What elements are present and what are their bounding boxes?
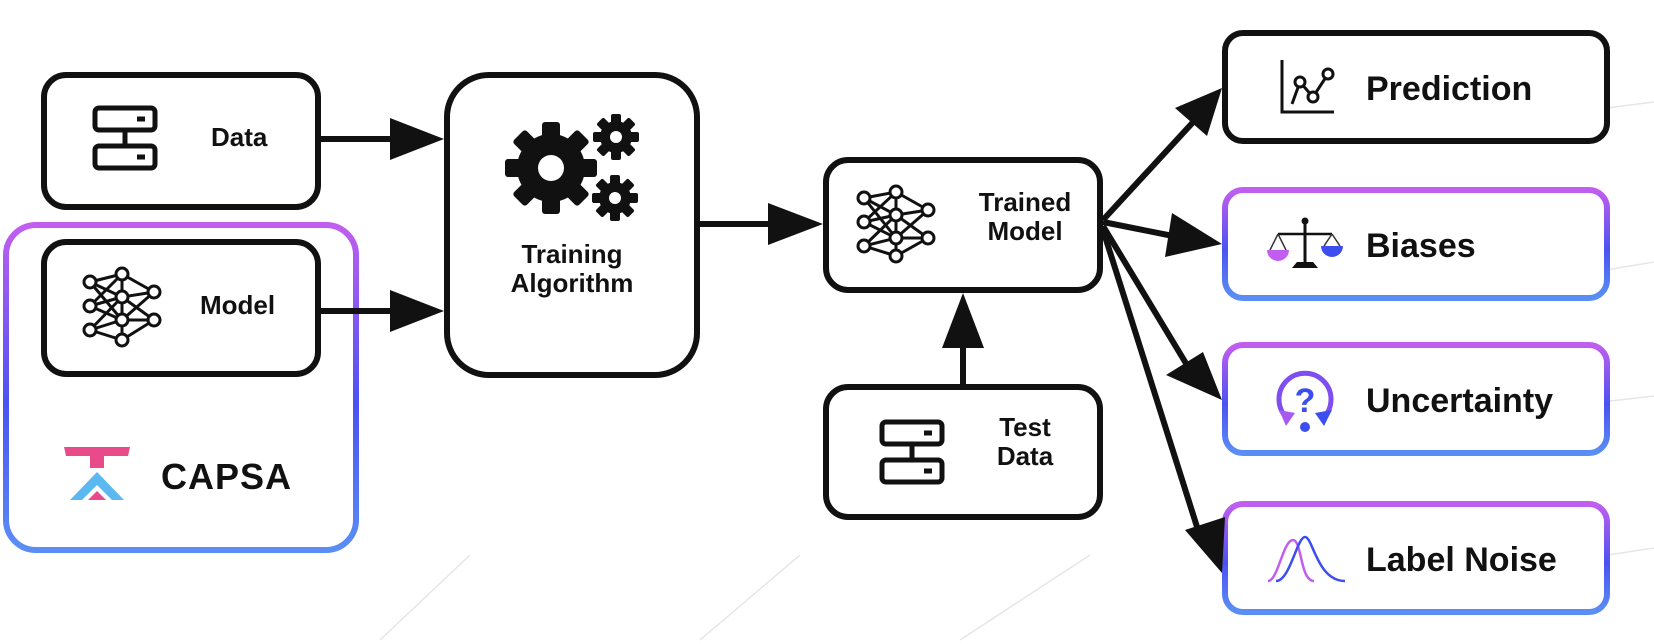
test-data-label-line1: Test: [999, 412, 1051, 442]
uncertainty-label: Uncertainty: [1366, 382, 1554, 420]
trained-model-label: Trained Model: [955, 188, 1095, 245]
server-icon: [92, 105, 158, 171]
training-algorithm-label-line1: Training: [521, 239, 623, 269]
arrow-to-biases: [1102, 219, 1179, 240]
biases-label: Biases: [1366, 227, 1476, 265]
distribution-curves-icon: [1266, 535, 1346, 584]
neural-network-icon: [856, 184, 936, 264]
server-icon: [879, 419, 945, 485]
prediction-box: [1222, 30, 1610, 144]
question-cycle-icon: ?: [1276, 370, 1334, 432]
test-data-label: Test Data: [955, 413, 1095, 470]
prediction-label: Prediction: [1366, 70, 1533, 108]
label-noise-box: [1222, 501, 1610, 615]
training-algorithm-label: Training Algorithm: [472, 240, 672, 297]
arrows: [318, 88, 1225, 573]
biases-box: [1222, 187, 1610, 301]
capsa-group-box: [3, 222, 359, 553]
capsa-logo-icon: [64, 447, 130, 500]
capsa-logo-text: CAPSA: [161, 456, 293, 497]
test-data-label-line2: Data: [996, 440, 1054, 471]
arrow-to-prediction: [1100, 116, 1199, 223]
trained-model-label-line1: Trained: [978, 187, 1072, 217]
arrow-to-label-noise: [1100, 229, 1201, 531]
training-algorithm-label-line2: Algorithm: [510, 267, 634, 298]
neural-network-icon: [82, 266, 162, 348]
svg-text:?: ?: [1295, 382, 1316, 420]
uncertainty-box: [1222, 342, 1610, 456]
arrow-to-uncertainty: [1100, 224, 1193, 372]
model-label: Model: [200, 290, 276, 320]
balance-scale-icon: [1267, 217, 1343, 268]
data-box: [41, 72, 321, 210]
line-chart-icon: [1280, 60, 1335, 114]
gears-icon: [505, 114, 639, 221]
label-noise-label: Label Noise: [1366, 541, 1557, 579]
data-label: Data: [211, 122, 268, 152]
trained-model-label-line2: Model: [987, 215, 1063, 246]
training-algorithm-box: [444, 72, 700, 378]
